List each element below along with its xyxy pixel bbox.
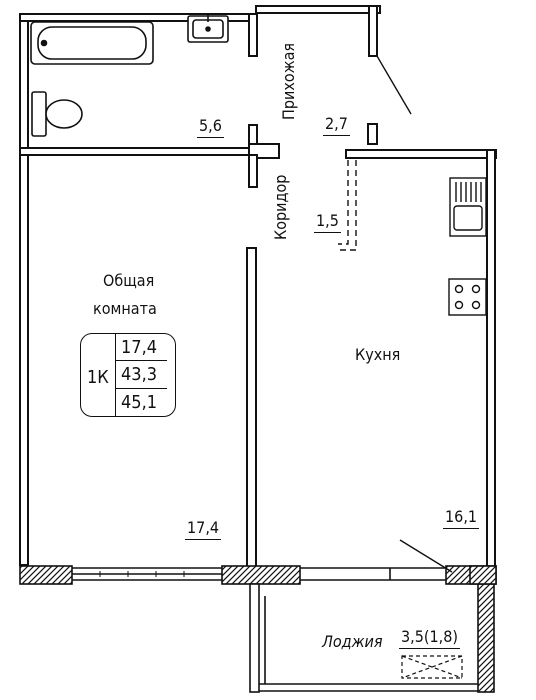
living-room-name-line2: комната <box>93 299 157 318</box>
bathroom-area: 5,6 <box>197 117 224 138</box>
wall-partition <box>246 247 257 569</box>
loggia <box>249 565 497 693</box>
door-swings <box>376 55 453 573</box>
summary-divider <box>115 334 116 416</box>
area-summary-box: 1К 17,4 43,3 45,1 <box>80 333 176 417</box>
entrance-door-swing <box>376 55 412 115</box>
kitchen-area: 16,1 <box>443 508 480 529</box>
summary-total-area: 43,3 <box>121 364 158 385</box>
summary-living-area: 17,4 <box>121 337 158 358</box>
wall-partition-upper <box>248 154 258 188</box>
hatched-pier-left <box>19 565 73 585</box>
window-ticks <box>99 571 185 577</box>
wall-door-post <box>367 123 378 145</box>
hallway-area: 2,7 <box>323 115 350 136</box>
wall-bath-bottom <box>19 147 259 156</box>
corridor-area: 1,5 <box>314 212 341 233</box>
kitchen-name: Кухня <box>355 345 401 364</box>
window-wall <box>19 565 497 585</box>
wall-bath-left <box>19 13 29 161</box>
summary-line-1 <box>115 360 167 361</box>
wall-living-left <box>19 154 29 566</box>
bathtub <box>30 21 154 65</box>
corridor-name: Коридор <box>271 174 290 240</box>
wall-hallway-top <box>255 5 381 14</box>
walls <box>19 5 497 571</box>
apartment-type-code: 1К <box>87 367 109 388</box>
hatched-pier-middle <box>221 565 301 585</box>
loggia-right-pier <box>469 565 497 585</box>
hallway-name: Прихожая <box>279 42 298 120</box>
summary-total-with-loggia: 45,1 <box>121 392 158 413</box>
wall-kitchen-top <box>345 149 497 159</box>
living-room-name-line1: Общая <box>103 271 155 290</box>
toilet <box>31 91 83 137</box>
stove <box>448 278 487 316</box>
loggia-name: Лоджия <box>322 632 383 651</box>
living-room-area: 17,4 <box>185 519 222 540</box>
balcony-door-swing <box>399 539 453 573</box>
wall-kitchen-right <box>486 149 496 571</box>
loggia-storage <box>401 655 463 679</box>
corridor-dash <box>338 160 357 251</box>
kitchen-sink <box>449 177 487 237</box>
loggia-area: 3,5(1,8) <box>399 628 460 649</box>
wall-bath-right-upper <box>248 13 258 57</box>
loggia-right-hatched-wall <box>477 583 495 693</box>
summary-line-2 <box>115 388 167 389</box>
loggia-left-wall <box>249 583 260 693</box>
sink <box>187 14 229 43</box>
wall-hallway-right <box>368 5 378 57</box>
